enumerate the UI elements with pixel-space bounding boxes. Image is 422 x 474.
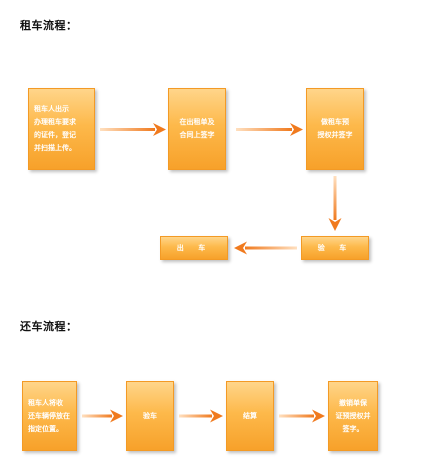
rental-step-3-label: 做租车预 授权并签字 (317, 118, 353, 139)
return-step-2-label: 验车 (143, 411, 157, 420)
rental-step-2-label: 在出租单及 合同上签字 (179, 118, 215, 139)
rental-step-4-label: 验 车 (317, 243, 353, 252)
return-step-1: 租车人将收 还车辆停放在 指定位置。 (22, 381, 77, 451)
rental-step-1-label: 租车人出示 办理租车要求 的证件，登记 并扫描上传。 (34, 105, 76, 152)
arrow-rental-3-4 (328, 176, 342, 231)
arrow-return-3-4 (279, 409, 325, 423)
return-step-4: 撤销单保 证预授权并 签字。 (328, 381, 378, 451)
return-step-3: 结算 (226, 381, 274, 451)
rental-step-5-label: 出 车 (176, 243, 212, 252)
arrow-rental-2-3 (236, 123, 303, 136)
rental-step-2: 在出租单及 合同上签字 (168, 88, 226, 170)
return-step-2: 验车 (126, 381, 174, 451)
rental-section-title: 租车流程： (20, 19, 78, 32)
rental-step-5: 出 车 (160, 236, 228, 260)
return-step-1-label: 租车人将收 还车辆停放在 指定位置。 (28, 398, 70, 433)
return-step-4-label: 撤销单保 证预授权并 签字。 (335, 398, 371, 433)
arrow-return-1-2 (82, 409, 123, 423)
rental-step-3: 做租车预 授权并签字 (306, 88, 364, 170)
return-section-title: 还车流程： (20, 320, 78, 333)
rental-step-1: 租车人出示 办理租车要求 的证件，登记 并扫描上传。 (28, 88, 95, 170)
arrow-return-2-3 (179, 409, 223, 423)
rental-step-4: 验 车 (301, 236, 369, 260)
return-step-3-label: 结算 (243, 411, 257, 420)
arrow-rental-1-2 (100, 123, 166, 136)
arrow-rental-4-5 (234, 241, 297, 255)
